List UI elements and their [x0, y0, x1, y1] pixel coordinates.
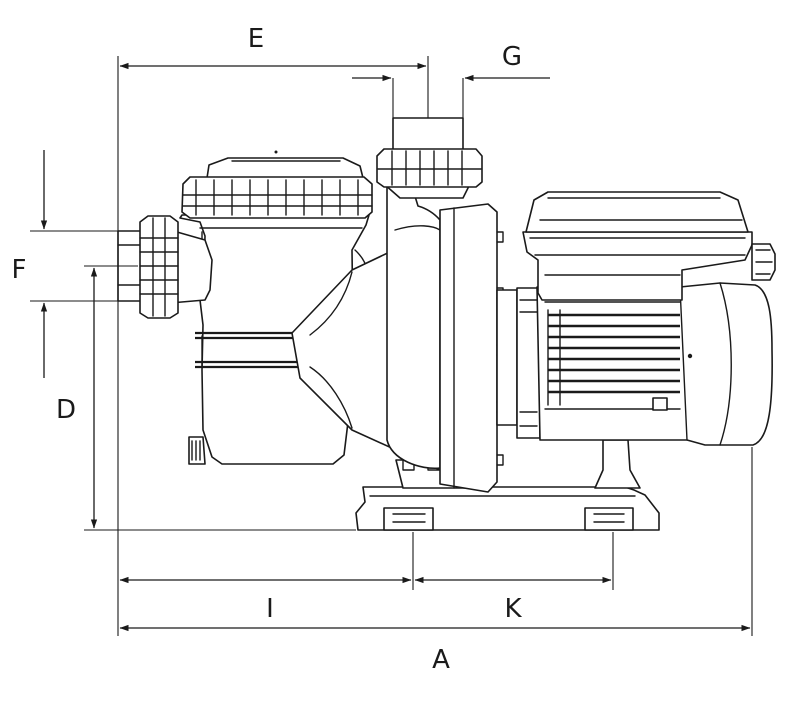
tie-bars	[195, 331, 380, 369]
label-k: K	[504, 594, 522, 624]
adapter-plate	[496, 289, 518, 426]
motor-foot	[594, 439, 641, 489]
label-d: D	[56, 395, 76, 425]
drain-plug	[188, 436, 206, 465]
dimension-labels: E G F D I K A	[12, 24, 523, 675]
label-a: A	[432, 645, 450, 675]
suction-union-nut	[139, 215, 179, 319]
motor-body	[536, 282, 773, 446]
pump-flange	[439, 203, 498, 493]
label-g: G	[502, 42, 522, 72]
lid-locking-ring	[181, 176, 373, 219]
terminal-box	[522, 231, 753, 301]
label-i: I	[266, 594, 274, 624]
label-e: E	[248, 24, 264, 54]
dimension-lines	[30, 56, 753, 636]
label-f: F	[12, 255, 27, 285]
discharge-union-nut	[376, 148, 483, 188]
volute	[386, 179, 441, 470]
pump-body	[117, 117, 776, 531]
cooling-fins	[547, 309, 680, 406]
base-plate	[355, 486, 660, 531]
terminal-box-cover	[525, 191, 749, 233]
